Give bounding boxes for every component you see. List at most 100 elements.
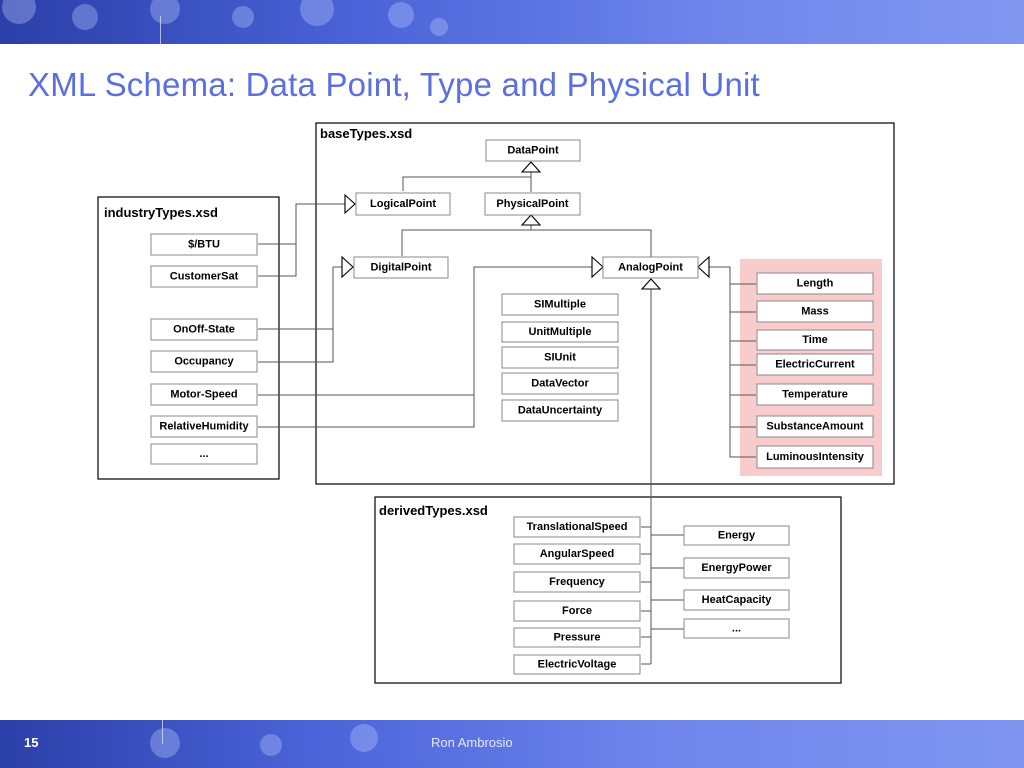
- node-time: Time: [756, 329, 874, 351]
- band-decoration: [162, 720, 163, 744]
- node-datauncertainty: DataUncertainty: [501, 399, 619, 422]
- connector: [258, 266, 592, 396]
- node-angularspeed: AngularSpeed: [513, 543, 641, 565]
- connector: [258, 395, 475, 428]
- svg-text:UnitMultiple: UnitMultiple: [529, 326, 592, 338]
- svg-text:SIMultiple: SIMultiple: [534, 298, 586, 310]
- band-decoration: [232, 6, 254, 28]
- footer-author: Ron Ambrosio: [431, 735, 513, 750]
- slide-title: XML Schema: Data Point, Type and Physica…: [28, 66, 760, 103]
- band-decoration: [388, 2, 414, 28]
- connector: [258, 329, 334, 363]
- svg-text:RelativeHumidity: RelativeHumidity: [159, 420, 249, 432]
- generalization-arrow: [520, 161, 542, 173]
- footer-band: [0, 720, 1024, 768]
- svg-text:DataPoint: DataPoint: [507, 144, 559, 156]
- node-motor-speed: Motor-Speed: [150, 383, 258, 406]
- band-decoration: [260, 734, 282, 756]
- band-decoration: [160, 16, 161, 44]
- generalization-arrow: [344, 193, 356, 215]
- node-datavector: DataVector: [501, 372, 619, 395]
- svg-text:LuminousIntensity: LuminousIntensity: [766, 451, 865, 463]
- svg-text:OnOff-State: OnOff-State: [173, 323, 235, 335]
- node-simultiple: SIMultiple: [501, 293, 619, 316]
- generalization-arrow: [640, 278, 662, 290]
- band-decoration: [72, 4, 98, 30]
- svg-text:Temperature: Temperature: [782, 388, 848, 400]
- svg-text:Energy: Energy: [718, 529, 756, 541]
- connector: [401, 229, 652, 257]
- connector: [709, 266, 756, 458]
- svg-text:AngularSpeed: AngularSpeed: [540, 548, 615, 560]
- connector: [402, 176, 531, 191]
- svg-text:...: ...: [732, 622, 741, 634]
- connector: [258, 204, 297, 277]
- node-industry-more: ...: [150, 443, 258, 465]
- svg-text:DataVector: DataVector: [531, 377, 589, 389]
- svg-text:...: ...: [199, 448, 208, 460]
- band-decoration: [350, 724, 378, 752]
- svg-text:EnergyPower: EnergyPower: [701, 562, 772, 574]
- svg-text:AnalogPoint: AnalogPoint: [618, 261, 683, 273]
- band-decoration: [430, 18, 448, 36]
- svg-text:CustomerSat: CustomerSat: [170, 270, 239, 282]
- node-unitmultiple: UnitMultiple: [501, 321, 619, 343]
- svg-text:$/BTU: $/BTU: [188, 238, 220, 250]
- svg-text:Occupancy: Occupancy: [174, 355, 234, 367]
- node-temperature: Temperature: [756, 383, 874, 406]
- node-customersat: CustomerSat: [150, 265, 258, 288]
- svg-text:Pressure: Pressure: [553, 631, 600, 643]
- svg-text:DataUncertainty: DataUncertainty: [518, 404, 603, 416]
- node-electriccurrent: ElectricCurrent: [756, 353, 874, 376]
- node-relativehumidity: RelativeHumidity: [150, 415, 258, 438]
- node-heatcapacity: HeatCapacity: [683, 589, 790, 611]
- node-occupancy: Occupancy: [150, 350, 258, 373]
- node-analogpoint: AnalogPoint: [602, 256, 699, 279]
- node-energypower: EnergyPower: [683, 557, 790, 579]
- svg-text:Length: Length: [797, 277, 834, 289]
- svg-text:SIUnit: SIUnit: [544, 351, 576, 363]
- generalization-arrow: [520, 214, 542, 226]
- connector: [258, 266, 342, 330]
- node-siunit: SIUnit: [501, 346, 619, 369]
- node-electricvoltage: ElectricVoltage: [513, 654, 641, 675]
- svg-text:LogicalPoint: LogicalPoint: [370, 198, 436, 210]
- svg-text:Force: Force: [562, 605, 592, 617]
- derivedtypes-label: derivedTypes.xsd: [379, 503, 488, 518]
- band-decoration: [150, 728, 180, 758]
- svg-text:Mass: Mass: [801, 305, 829, 317]
- generalization-arrow: [697, 255, 710, 279]
- node-frequency: Frequency: [513, 571, 641, 593]
- node-luminousintensity: LuminousIntensity: [756, 445, 874, 469]
- header-band: [0, 0, 1024, 44]
- svg-text:ElectricVoltage: ElectricVoltage: [538, 658, 617, 670]
- node-derived-more: ...: [683, 618, 790, 639]
- generalization-arrow: [341, 255, 354, 279]
- node-onoff-state: OnOff-State: [150, 318, 258, 341]
- node-logicalpoint: LogicalPoint: [355, 192, 451, 216]
- generalization-arrow: [591, 255, 604, 279]
- node-translationalspeed: TranslationalSpeed: [513, 516, 641, 538]
- svg-text:PhysicalPoint: PhysicalPoint: [496, 198, 568, 210]
- page-number: 15: [24, 735, 39, 750]
- node-mass: Mass: [756, 300, 874, 323]
- svg-text:Time: Time: [802, 334, 827, 346]
- svg-text:SubstanceAmount: SubstanceAmount: [766, 420, 864, 432]
- node-pressure: Pressure: [513, 627, 641, 648]
- band-decoration: [150, 0, 180, 24]
- svg-text:Motor-Speed: Motor-Speed: [170, 388, 237, 400]
- node-btu: $/BTU: [150, 233, 258, 256]
- band-decoration: [300, 0, 334, 26]
- svg-text:DigitalPoint: DigitalPoint: [370, 261, 431, 273]
- node-datapoint: DataPoint: [485, 139, 581, 162]
- node-digitalpoint: DigitalPoint: [353, 256, 449, 279]
- node-force: Force: [513, 600, 641, 622]
- node-substanceamount: SubstanceAmount: [756, 415, 874, 438]
- svg-text:ElectricCurrent: ElectricCurrent: [775, 358, 855, 370]
- node-length: Length: [756, 272, 874, 295]
- node-energy: Energy: [683, 525, 790, 546]
- basetypes-label: baseTypes.xsd: [320, 126, 412, 141]
- svg-text:TranslationalSpeed: TranslationalSpeed: [527, 521, 628, 533]
- svg-text:HeatCapacity: HeatCapacity: [702, 594, 773, 606]
